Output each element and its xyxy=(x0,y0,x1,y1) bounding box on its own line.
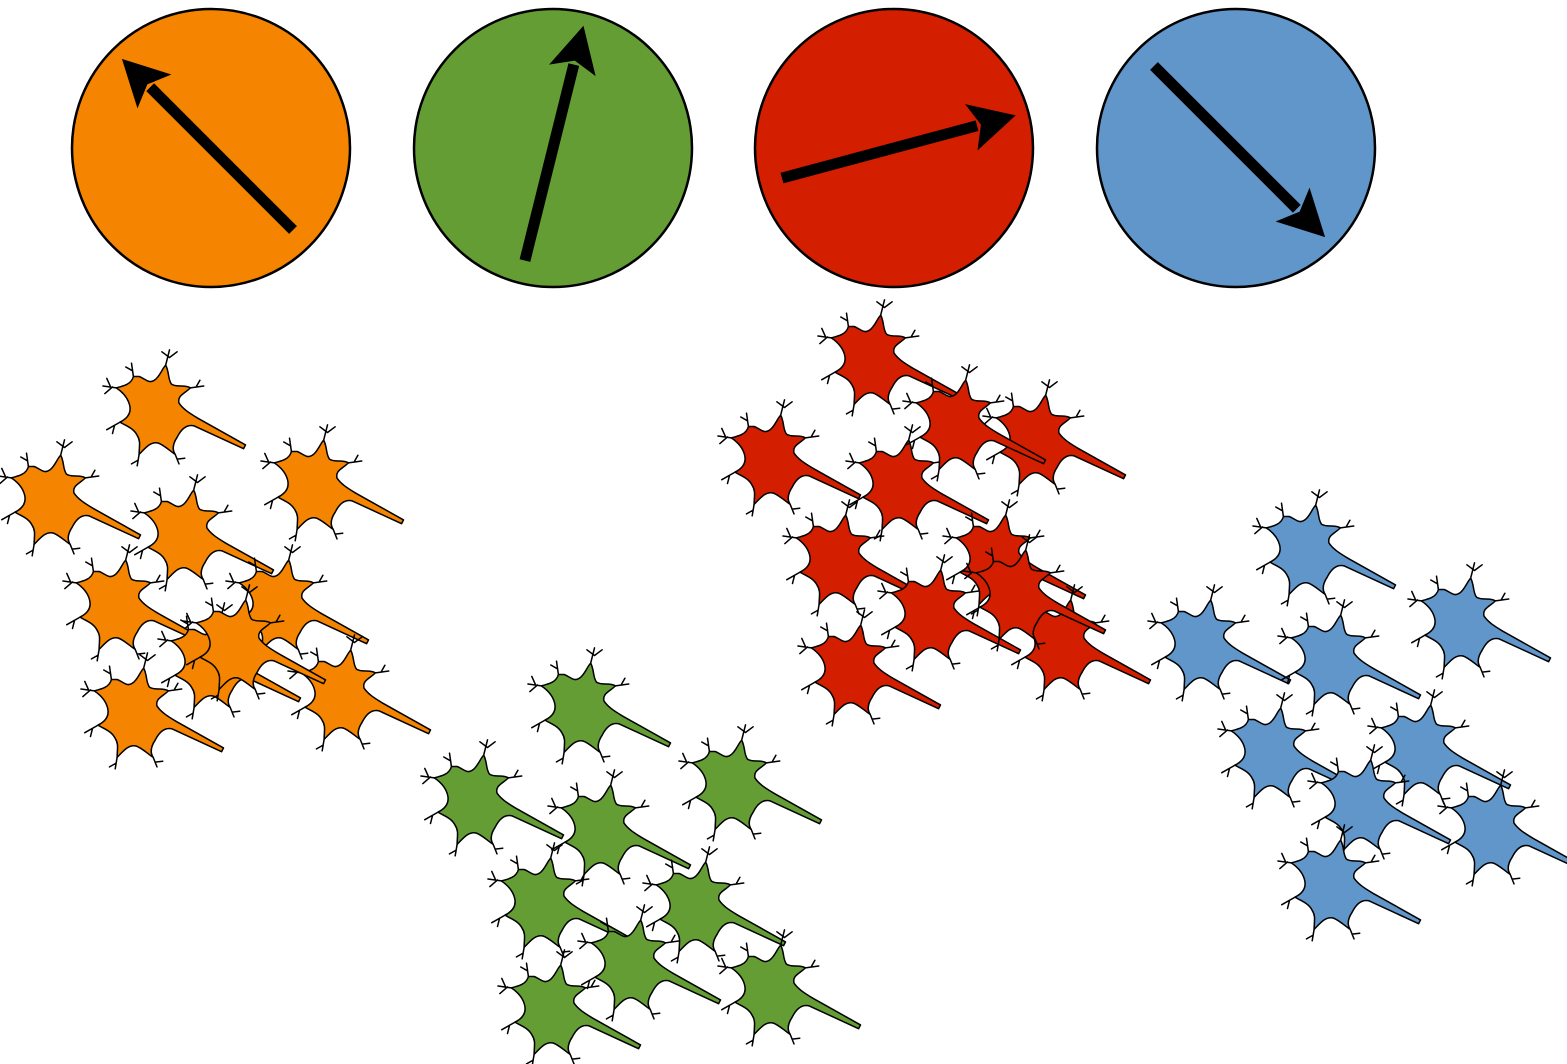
cell-clusters xyxy=(0,299,1567,1064)
green-cell-icon xyxy=(717,929,862,1047)
green-cell-icon xyxy=(642,846,787,964)
blue-cell-cluster xyxy=(1147,489,1567,942)
blue-cell-icon xyxy=(1277,599,1422,717)
green-direction-indicator xyxy=(412,7,694,289)
orange-cell-icon xyxy=(260,424,405,542)
orange-cell-cluster xyxy=(0,349,432,770)
green-cell-icon xyxy=(547,769,692,887)
green-cell-icon xyxy=(420,739,565,857)
orange-arrow-head-icon xyxy=(121,58,172,109)
green-arrow-head-icon xyxy=(549,25,596,77)
red-direction-indicator xyxy=(753,7,1035,289)
blue-cell-icon xyxy=(1407,562,1552,680)
blue-direction-indicator xyxy=(1095,7,1377,289)
orange-cell-icon xyxy=(102,349,247,467)
green-arrow-shaft xyxy=(519,63,580,262)
green-cell-icon xyxy=(678,724,823,842)
blue-arrow-head-icon xyxy=(1275,187,1326,238)
orange-cell-icon xyxy=(0,439,142,557)
red-arrow-head-icon xyxy=(965,104,1016,151)
red-arrow-shaft xyxy=(780,120,979,184)
green-cell-icon xyxy=(527,647,672,765)
blue-arrow-shaft xyxy=(1150,62,1301,213)
blue-cell-icon xyxy=(1252,489,1397,607)
orange-arrow-shaft xyxy=(146,83,297,234)
orange-cell-icon xyxy=(130,474,275,592)
orange-cell-icon xyxy=(287,634,432,752)
red-cell-icon xyxy=(717,399,862,517)
orange-direction-indicator xyxy=(70,7,352,289)
blue-cell-icon xyxy=(1147,584,1292,702)
green-cell-cluster xyxy=(420,647,862,1064)
red-cell-cluster xyxy=(717,299,1152,727)
direction-indicators xyxy=(70,7,1377,289)
blue-cell-icon xyxy=(1437,769,1567,887)
